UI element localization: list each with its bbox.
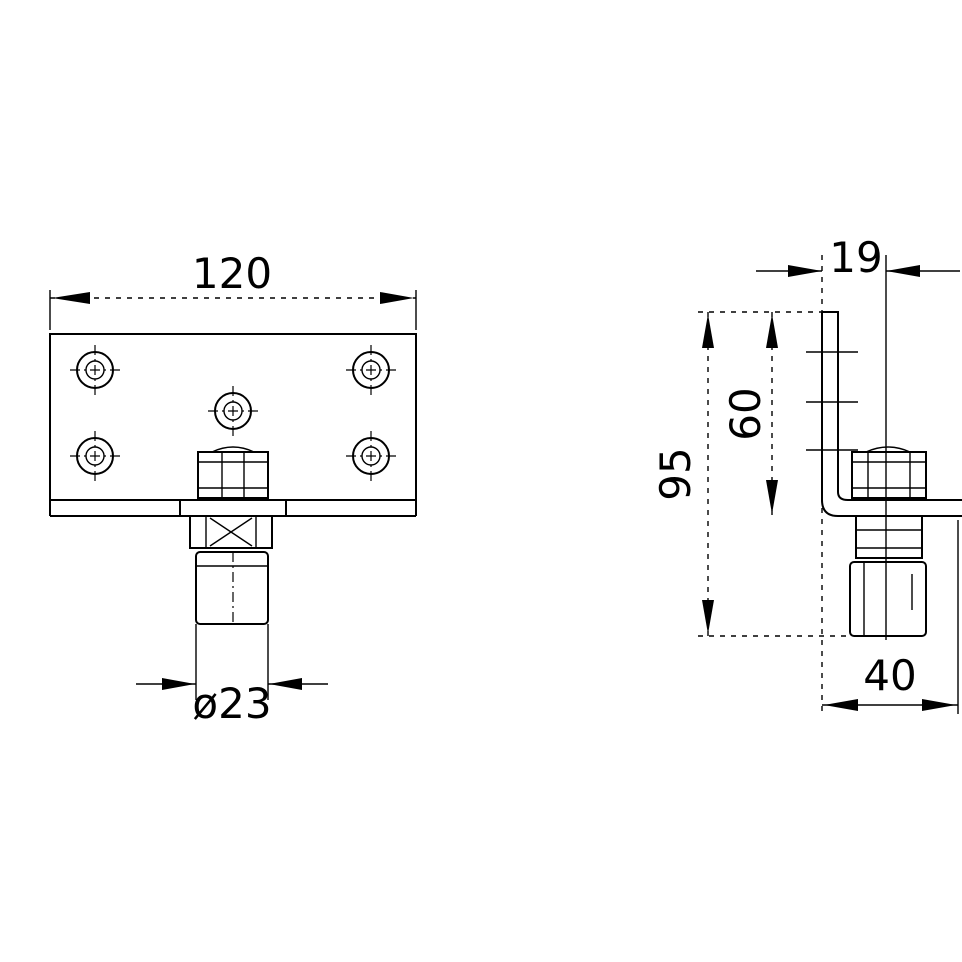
dimension-height-total-label: 95 [651,447,700,500]
dimension-height-inner: 60 [721,312,778,516]
lower-nut-front [189,515,273,549]
hole-top-left [70,345,120,395]
hole-center [208,386,258,436]
side-view: 19 [651,233,962,714]
hole-bottom-left [70,431,120,481]
dimension-diameter-label: ø23 [192,679,271,728]
washer-front [179,499,287,517]
dimension-offset-top: 19 [756,233,960,640]
front-view: 120 [49,249,417,728]
dimension-depth: 40 [822,520,959,714]
dimension-width-label: 120 [192,249,272,298]
hole-top-right [346,345,396,395]
dimension-height-inner-label: 60 [721,387,770,440]
dimension-depth-label: 40 [863,651,916,700]
hole-bottom-right [346,431,396,481]
hex-nut-front [197,446,269,499]
dimension-width: 120 [49,249,417,330]
bracket-side [806,311,962,517]
hex-nut-side [851,446,927,499]
roller-front [195,551,269,625]
lower-nut-side [855,515,923,559]
dimension-height-total: 95 [651,311,850,637]
dimension-diameter: ø23 [136,624,328,728]
mounting-plate [49,333,417,517]
mounting-holes [70,345,396,481]
roller-side [849,561,927,637]
dimension-offset-top-label: 19 [829,233,882,282]
